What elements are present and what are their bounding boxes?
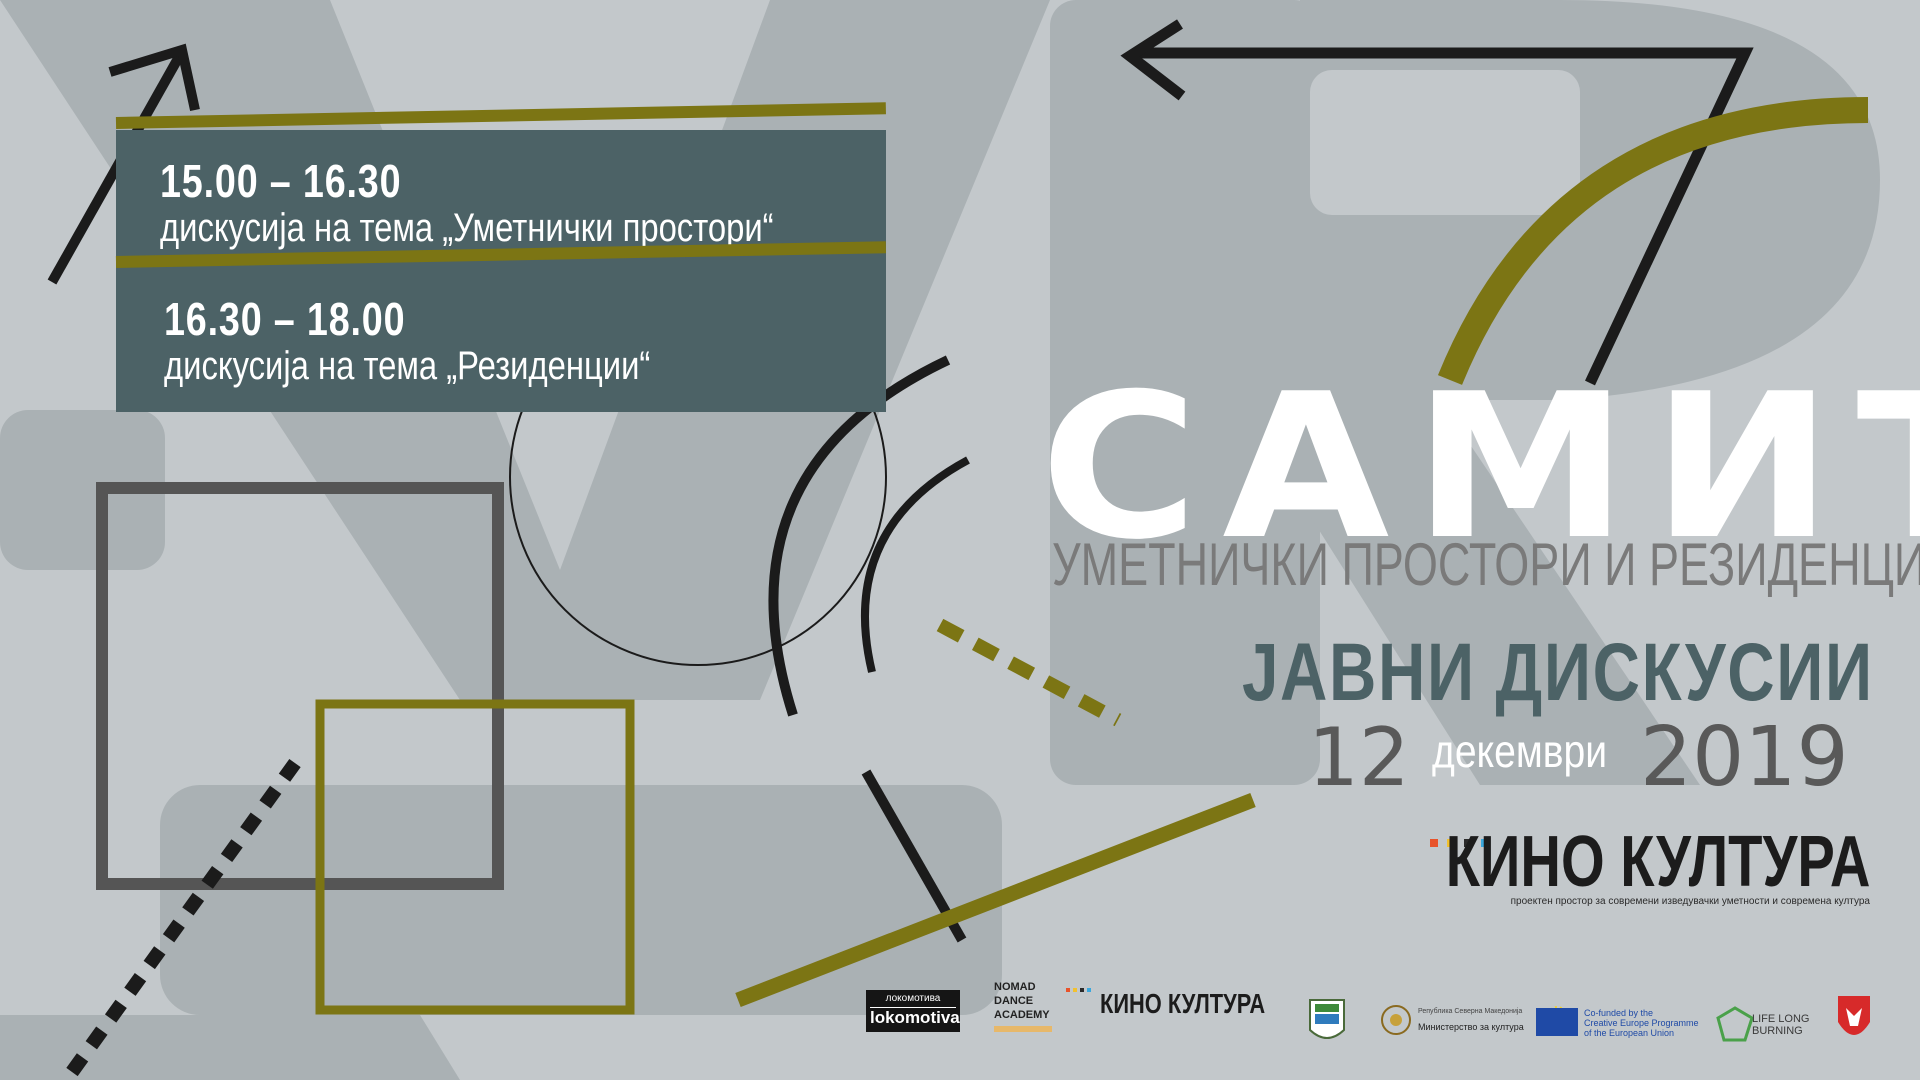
nomad-line: ACADEMY bbox=[994, 1009, 1050, 1021]
grey-square bbox=[96, 482, 504, 890]
partner-lokomotiva-logo: локомотива lokomotiva bbox=[866, 990, 960, 1032]
nomad-line: DANCE bbox=[994, 995, 1034, 1007]
schedule-time-2: 16.30 – 18.00 bbox=[164, 293, 406, 345]
organizer-dot bbox=[1447, 839, 1455, 847]
kino-dot bbox=[1073, 988, 1077, 992]
bg-letter-shape-right bbox=[1050, 0, 1320, 785]
ministry-emblem-icon bbox=[1381, 1005, 1411, 1035]
kino-kultura-small-name: КИНО КУЛТУРА bbox=[1100, 988, 1266, 1019]
partner-life-long-burning-logo: LIFE LONG BURNING bbox=[1716, 1008, 1809, 1044]
nomad-line: NOMAD bbox=[994, 981, 1036, 993]
schedule-time-1: 15.00 – 16.30 bbox=[160, 155, 402, 207]
ministry-country: Република Северна Македонија bbox=[1418, 1008, 1523, 1015]
schedule-band-2: 16.30 – 18.00 дискусија на тема „Резиден… bbox=[116, 268, 886, 412]
shield-bird-icon bbox=[1838, 996, 1870, 1035]
bg-block-corner bbox=[0, 1015, 460, 1080]
kino-dot bbox=[1087, 988, 1091, 992]
partner-eu-logo: Co-funded by the Creative Europe Program… bbox=[1536, 1008, 1699, 1040]
lokomotiva-latin: lokomotiva bbox=[870, 1007, 960, 1027]
arrow-left-line bbox=[1135, 47, 1754, 386]
arrow-up-head bbox=[108, 43, 200, 112]
schedule-topic-1: дискусија на тема „Уметнички простори“ bbox=[160, 206, 774, 250]
organizer-dot bbox=[1481, 839, 1489, 847]
olive-square bbox=[315, 699, 635, 1015]
bg-block-left bbox=[0, 410, 165, 570]
event-title: САМИТ bbox=[1040, 351, 1920, 584]
lokomotiva-cyrillic: локомотива bbox=[885, 993, 941, 1004]
organizer-name: КИНО КУЛТУРА bbox=[1445, 822, 1870, 902]
arrow-left-head bbox=[1120, 19, 1186, 101]
partner-nomad-logo: NOMAD DANCE ACADEMY bbox=[994, 980, 1054, 1032]
partner-ministry-logo: Република Северна Македонија Министерств… bbox=[1378, 998, 1524, 1038]
date-month: декември bbox=[1432, 725, 1608, 777]
llb-line: LIFE LONG bbox=[1752, 1013, 1810, 1025]
organizer-tagline: проектен простор за современи изведувачк… bbox=[1510, 896, 1870, 907]
events-label: ЈАВНИ ДИСКУСИИ bbox=[1242, 627, 1874, 718]
eu-text: Co-funded by the Creative Europe Program… bbox=[1584, 1008, 1699, 1038]
olive-dashed-line bbox=[936, 618, 1122, 727]
ministry-name: Министерство за култура bbox=[1418, 1022, 1524, 1032]
partner-kino-kultura-logo: КИНО КУЛТУРА bbox=[1066, 988, 1312, 1020]
kino-dot bbox=[1066, 988, 1070, 992]
olive-arc bbox=[1437, 97, 1869, 385]
event-subtitle: УМЕТНИЧКИ ПРОСТОРИ И РЕЗИДЕНЦИИ bbox=[1052, 531, 1920, 598]
date-day: 12 bbox=[1308, 711, 1410, 804]
organizer-dot bbox=[1430, 839, 1438, 847]
black-arc-small bbox=[861, 456, 970, 673]
llb-text: LIFE LONG BURNING bbox=[1752, 1013, 1809, 1037]
city-crest-icon bbox=[1309, 999, 1345, 1039]
bg-block-bottom bbox=[160, 785, 1002, 1015]
nomad-accent-bar bbox=[994, 1026, 1052, 1032]
kino-dots bbox=[1066, 988, 1094, 1017]
eu-flag-icon bbox=[1536, 1008, 1578, 1036]
organizer-dot bbox=[1464, 839, 1472, 847]
schedule-topic-2: дискусија на тема „Резиденции“ bbox=[164, 344, 651, 388]
date-year: 2019 bbox=[1640, 710, 1849, 805]
eu-line: Co-funded by the bbox=[1584, 1008, 1654, 1018]
life-long-burning-icon bbox=[1716, 1006, 1754, 1042]
llb-line: BURNING bbox=[1752, 1025, 1803, 1037]
black-arc-large bbox=[768, 355, 951, 717]
eu-line: Creative Europe Programme bbox=[1584, 1018, 1699, 1028]
kino-dot bbox=[1080, 988, 1084, 992]
organizer-dots bbox=[1430, 834, 1498, 852]
bg-letter-bowl-cut bbox=[1310, 70, 1580, 215]
eu-line: of the European Union bbox=[1584, 1028, 1675, 1038]
olive-diagonal-bar bbox=[735, 793, 1256, 1007]
